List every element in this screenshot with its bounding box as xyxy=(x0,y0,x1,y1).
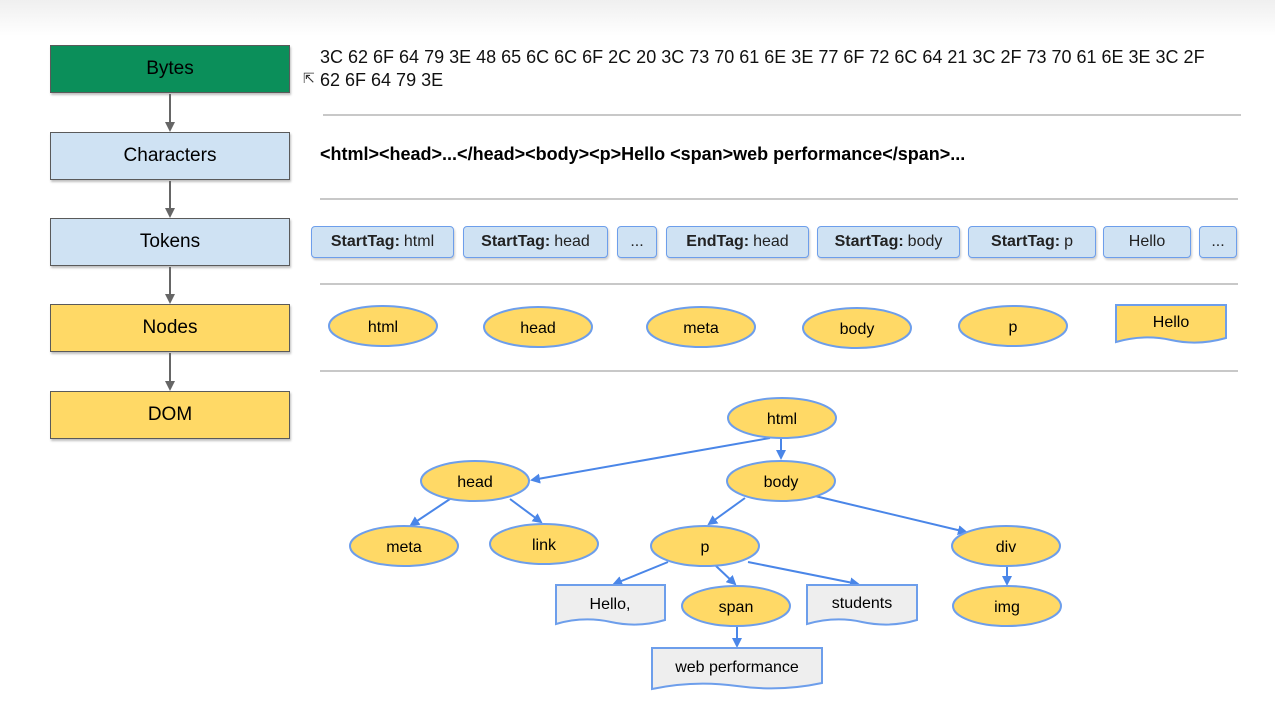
dom-node-link-label: link xyxy=(532,537,557,554)
stage-dom-label: DOM xyxy=(147,404,193,425)
nodes-row: html head meta body p Hello xyxy=(328,304,1227,349)
token-ellipsis-1: ... xyxy=(617,226,657,258)
dom-node-p-label: p xyxy=(701,539,710,556)
separator-1 xyxy=(323,114,1241,116)
token-kind: EndTag: xyxy=(686,233,750,250)
stage-nodes-label: Nodes xyxy=(142,317,198,338)
stage-nodes: Nodes xyxy=(50,304,290,352)
dom-edges xyxy=(409,437,1012,648)
node-html: html xyxy=(328,305,438,347)
dom-text-node-students-label: students xyxy=(832,595,892,612)
dom-node-span-label: span xyxy=(719,599,754,616)
stage-tokens: Tokens xyxy=(50,218,290,266)
dom-node-meta: meta xyxy=(349,525,459,567)
dom-text-node-hello: Hello, xyxy=(555,584,666,626)
token-kind: StartTag: xyxy=(834,233,904,250)
dom-node-img: img xyxy=(952,585,1062,627)
node-head: head xyxy=(483,306,593,348)
node-hello-label: Hello xyxy=(1153,314,1190,331)
node-p-label: p xyxy=(1009,319,1018,336)
dom-node-div: div xyxy=(951,525,1061,567)
token-name: html xyxy=(403,233,435,250)
stage-bytes: Bytes xyxy=(50,45,290,93)
token-name: ... xyxy=(630,233,644,250)
edge-head-link xyxy=(509,498,543,524)
dom-node-img-label: img xyxy=(994,599,1020,616)
dom-text-node-web-performance-label: web performance xyxy=(674,659,799,676)
node-body-label: body xyxy=(840,321,875,338)
stage-dom: DOM xyxy=(50,391,290,439)
dom-text-node-students: students xyxy=(806,584,918,626)
token-endtag-head: EndTag:head xyxy=(666,226,809,258)
top-band xyxy=(0,0,1275,36)
token-name: head xyxy=(753,233,789,250)
token-kind: StartTag: xyxy=(991,233,1061,250)
edge-body-div xyxy=(814,495,968,536)
dom-text-node-web-performance: web performance xyxy=(651,647,823,691)
dom-tree: html head body meta link p div span xyxy=(349,397,1062,691)
edge-body-p xyxy=(707,497,746,526)
token-starttag-p: StartTag:p xyxy=(968,226,1096,258)
node-hello: Hello xyxy=(1115,304,1227,344)
dom-text-node-hello-label: Hello, xyxy=(590,596,631,613)
edge-p-span xyxy=(715,565,737,586)
token-ellipsis-2: ... xyxy=(1199,226,1237,258)
token-name: head xyxy=(554,233,590,250)
dom-node-html-label: html xyxy=(767,411,797,428)
stage-characters: Characters xyxy=(50,132,290,180)
token-name: ... xyxy=(1211,233,1225,250)
edge-html-head xyxy=(530,437,771,484)
token-kind: StartTag: xyxy=(330,233,400,250)
token-name: Hello xyxy=(1128,233,1166,250)
node-head-label: head xyxy=(520,320,556,337)
token-kind: StartTag: xyxy=(481,233,551,250)
token-starttag-body: StartTag:body xyxy=(817,226,960,258)
stage-characters-label: Characters xyxy=(123,145,217,166)
mouse-pointer-icon: ⇱ xyxy=(303,70,315,86)
token-name: p xyxy=(1064,233,1073,250)
edge-p-students xyxy=(747,561,860,588)
dom-node-p: p xyxy=(650,525,760,567)
node-meta-label: meta xyxy=(683,320,719,337)
characters-text: <html><head>...</head><body><p>Hello <sp… xyxy=(320,144,966,164)
stage-bytes-label: Bytes xyxy=(146,58,194,79)
node-html-label: html xyxy=(368,319,398,336)
dom-node-html: html xyxy=(727,397,837,439)
separator-4 xyxy=(320,370,1238,372)
stage-tokens-label: Tokens xyxy=(139,231,201,252)
token-starttag-html: StartTag:html xyxy=(311,226,454,258)
dom-node-head: head xyxy=(420,460,530,502)
dom-node-body: body xyxy=(726,460,836,502)
dom-node-body-label: body xyxy=(764,474,799,491)
node-body: body xyxy=(802,307,912,349)
token-name: body xyxy=(907,233,943,250)
dom-node-meta-label: meta xyxy=(386,539,422,556)
separator-3 xyxy=(320,283,1238,285)
node-p: p xyxy=(958,305,1068,347)
token-starttag-head: StartTag:head xyxy=(463,226,608,258)
edge-head-meta xyxy=(409,498,451,527)
dom-node-div-label: div xyxy=(996,539,1016,556)
separator-2 xyxy=(320,198,1238,200)
token-hello: Hello xyxy=(1103,226,1191,258)
bytes-text: 3C 62 6F 64 79 3E 48 65 6C 6C 6F 2C 20 3… xyxy=(320,47,1205,90)
dom-node-link: link xyxy=(489,523,599,565)
node-meta: meta xyxy=(646,306,756,348)
edge-p-hello xyxy=(612,561,669,586)
dom-node-head-label: head xyxy=(457,474,493,491)
dom-node-span: span xyxy=(681,585,791,627)
